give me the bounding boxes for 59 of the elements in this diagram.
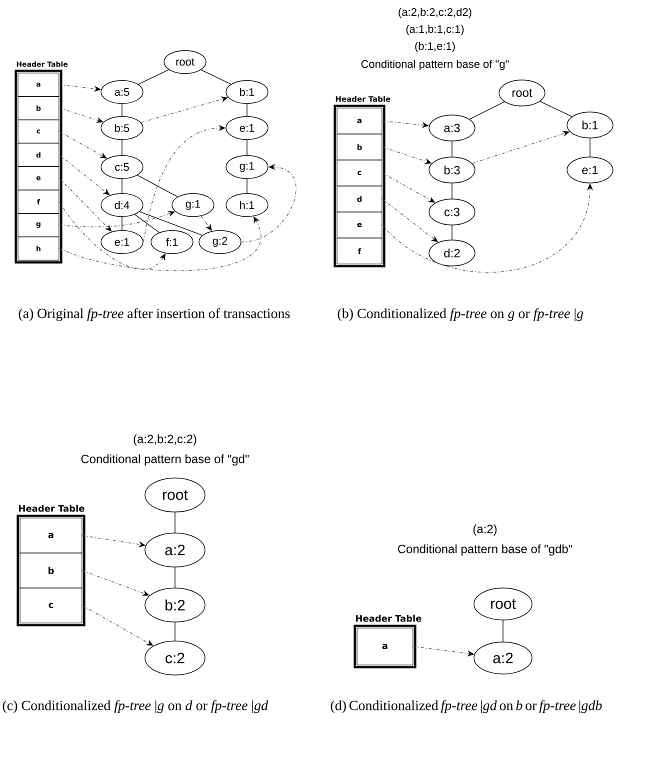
pattern-base-text: (a:2): [473, 524, 497, 536]
caption: (a) Original fp-tree after insertion of transactions: [18, 308, 290, 322]
tree-edge: [246, 178, 248, 194]
link-arrow: [82, 605, 154, 646]
tree-edge: [139, 211, 203, 236]
table-cell: a: [356, 628, 414, 666]
pattern-base-text: (a:1,b:1,c:1): [406, 24, 464, 36]
tree-node: root: [164, 50, 206, 74]
caption: (b) Conditionalized fp-tree on g or fp-tree |g: [338, 308, 584, 322]
tree-node: f:1: [150, 230, 194, 254]
tree-node: a:2: [144, 532, 206, 568]
node-label: Header Table: [356, 614, 422, 622]
tree-edge: [246, 140, 248, 156]
table-cell: c: [20, 588, 82, 624]
tree-edge: [246, 104, 248, 116]
link-arrow: [58, 201, 166, 270]
pattern-base-text: (b:1,e:1): [415, 42, 455, 52]
tree-node: b:2: [144, 588, 206, 622]
tree-node: c:3: [428, 198, 476, 226]
tree-edge: [137, 174, 178, 198]
tree-edge: [200, 69, 232, 85]
tree-node: b:1: [566, 112, 614, 138]
tree-node: b:1: [226, 80, 268, 104]
tree-edge: [469, 101, 505, 120]
table-cell: a: [20, 518, 82, 554]
tree-node: b:5: [100, 116, 144, 140]
tree-node: root: [498, 80, 546, 106]
tree-node: a:2: [474, 642, 532, 674]
tree-node: d:4: [100, 193, 144, 217]
tree-edge: [502, 620, 504, 642]
pattern-base-text: Conditional pattern base of "g": [361, 60, 509, 70]
tree-node: root: [144, 478, 206, 512]
tree-node: h:1: [226, 193, 268, 217]
pattern-base-text: (a:2,b:2,c:2): [134, 434, 196, 446]
tree-edge: [540, 101, 572, 117]
tree-edge: [174, 512, 176, 533]
pattern-base-text: Conditional pattern base of "gd": [81, 454, 249, 466]
pattern-base-text: Conditional pattern base of "gdb": [398, 544, 572, 556]
tree-node: b:3: [428, 156, 476, 184]
tree-node: e:1: [226, 116, 268, 140]
pattern-base-text: (a:2,b:2,c:2,d2): [398, 8, 472, 18]
tree-edge: [134, 214, 160, 233]
tree-node: root: [474, 588, 532, 620]
node-label: Header Table: [19, 504, 84, 512]
tree-node: a:3: [428, 114, 476, 142]
tree-node: a:5: [100, 80, 144, 104]
tree-edge: [138, 69, 170, 85]
table-cell: b: [20, 552, 82, 588]
tree-edge: [174, 622, 176, 641]
tree-node: e:1: [100, 230, 144, 254]
tree-node: g:2: [198, 230, 242, 254]
tree-node: c:2: [144, 640, 206, 676]
tree-edge: [174, 567, 176, 588]
tree-node: e:1: [566, 156, 614, 184]
tree-node: g:1: [172, 193, 214, 217]
tree-node: c:5: [100, 155, 144, 179]
tree-node: d:2: [428, 240, 476, 266]
caption: (d) Conditionalized fp-tree |gd on b or fp-tree |gdb: [330, 700, 602, 714]
tree-node: g:1: [226, 155, 268, 179]
